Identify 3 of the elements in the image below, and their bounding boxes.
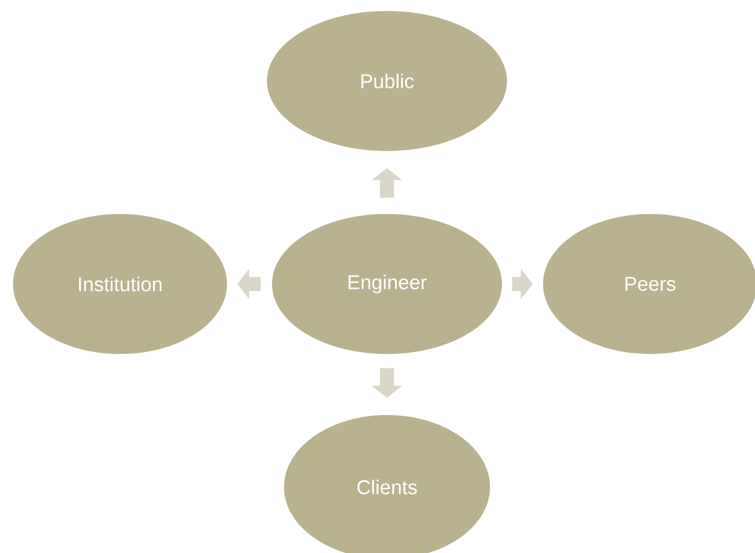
ellipse-node: Institution [13, 214, 227, 354]
ellipse-node: Public [267, 11, 507, 151]
ellipse-node: Engineer [272, 214, 502, 354]
